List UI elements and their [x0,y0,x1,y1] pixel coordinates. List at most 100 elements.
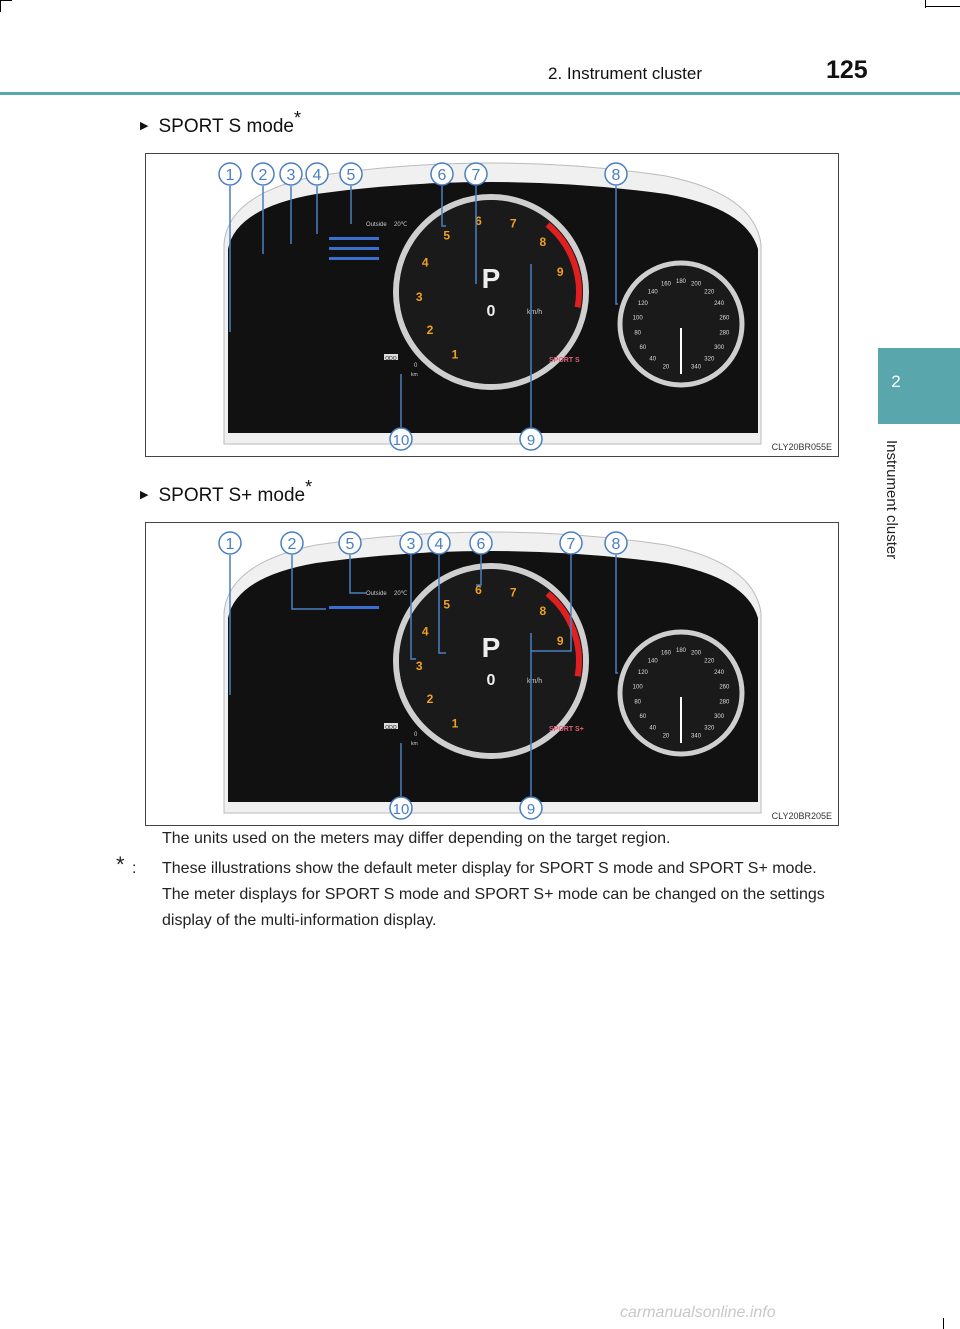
callout-number: 2 [288,536,297,553]
digital-speed: 0 [487,303,496,320]
callout-circle [389,796,413,820]
crop-mark [0,0,12,1]
speedometer-face [623,266,739,382]
image-code: CLY20BR055E [772,442,832,452]
speedo-label: 260 [719,684,730,690]
crop-mark [0,0,1,12]
callout-number: 6 [438,167,447,184]
callout-circle [339,162,363,186]
speedo-label: 220 [704,658,715,664]
outside-temp: 20℃ [394,591,408,597]
callout-number: 8 [612,536,621,553]
footnote-text: :These illustrations show the default me… [132,860,825,929]
speedometer-ring [617,629,745,757]
tach-label: 1 [452,347,459,361]
odo-badge-text: ODO [385,356,397,362]
callout-circle [559,531,583,555]
speedo-label: 20 [663,364,670,370]
speedo-label: 140 [648,658,659,664]
callout-leader [615,186,618,305]
speedo-label: 40 [649,357,656,363]
speedo-label: 300 [714,714,725,720]
speed-unit: km/h [527,678,542,685]
mode-indicator: SPORT S+ [549,726,584,733]
triangle-bullet-icon: ▶ [140,120,149,132]
tach-label: 5 [443,228,450,242]
tach-label: 8 [539,235,546,249]
triangle-bullet-icon: ▶ [140,489,149,501]
speedo-label: 280 [719,331,730,337]
tach-label: 9 [557,634,564,648]
speedo-label: 300 [714,345,725,351]
callout-number: 4 [313,167,322,184]
speedo-label: 140 [648,289,659,295]
digital-speed: 0 [487,672,496,689]
callout-circle [280,531,304,555]
tach-label: 2 [427,692,434,706]
section-heading-sport-s-plus: ▶SPORT S+ mode* [140,477,313,506]
tach-label: 6 [475,583,482,597]
speedo-label: 60 [640,345,647,351]
callout-circle [338,531,362,555]
outside-label: Outside [366,591,387,597]
callout-number: 5 [347,167,356,184]
chapter-tab [878,348,960,424]
crop-mark [926,6,960,7]
speedometer-ring [617,260,745,388]
callout-number: 9 [527,432,535,449]
redline-arc [545,222,582,308]
speedometer-face [623,635,739,751]
callout-circle [427,531,451,555]
tachometer-face [399,569,583,753]
speedo-label: 340 [691,364,702,370]
tachometer-ring [393,563,589,759]
speedo-label: 240 [714,301,725,307]
callout-circle [279,162,303,186]
speedo-label: 320 [704,726,715,732]
tach-label: 1 [452,716,459,730]
tachometer-face [399,200,583,384]
footnote-mark: * [116,852,125,877]
speedo-label: 180 [676,279,687,285]
callout-circle [604,531,628,555]
speedo-label: 120 [638,301,649,307]
speedo-label: 280 [719,700,730,706]
gauge-bar [329,247,379,250]
callout-number: 1 [226,167,235,184]
tach-label: 4 [422,256,429,270]
callout-circle [469,531,493,555]
tach-label: 7 [510,217,517,231]
redline-arc [545,591,582,677]
callout-circle [464,162,488,186]
callout-number: 4 [435,536,444,553]
speedo-label: 80 [634,331,641,337]
callout-circle [218,531,242,555]
odo-badge [384,354,398,360]
mode-indicator: SPORT S [549,357,580,364]
callout-number: 3 [407,536,416,553]
header-title: 2. Instrument cluster [548,64,703,83]
callout-number: 8 [612,167,621,184]
callout-number: 9 [527,801,535,818]
odo-value: 0 [414,732,418,738]
chapter-number: 2 [891,372,901,391]
outside-label: Outside [366,222,387,228]
speedo-label: 120 [638,670,649,676]
callout-circle [430,162,454,186]
gauge-bar [329,257,379,260]
gear-indicator: P [482,632,501,663]
crop-mark [925,0,926,8]
odo-badge [384,723,398,729]
callout-leader [410,555,416,660]
callout-circle [399,531,423,555]
callout-number: 2 [259,167,268,184]
speedo-label: 320 [704,357,715,363]
callout-circle [251,162,275,186]
speedo-label: 60 [640,714,647,720]
speedo-label: 160 [661,282,672,288]
speedo-label: 340 [691,733,702,739]
speedo-label: 80 [634,700,641,706]
speedo-label: 160 [661,651,672,657]
